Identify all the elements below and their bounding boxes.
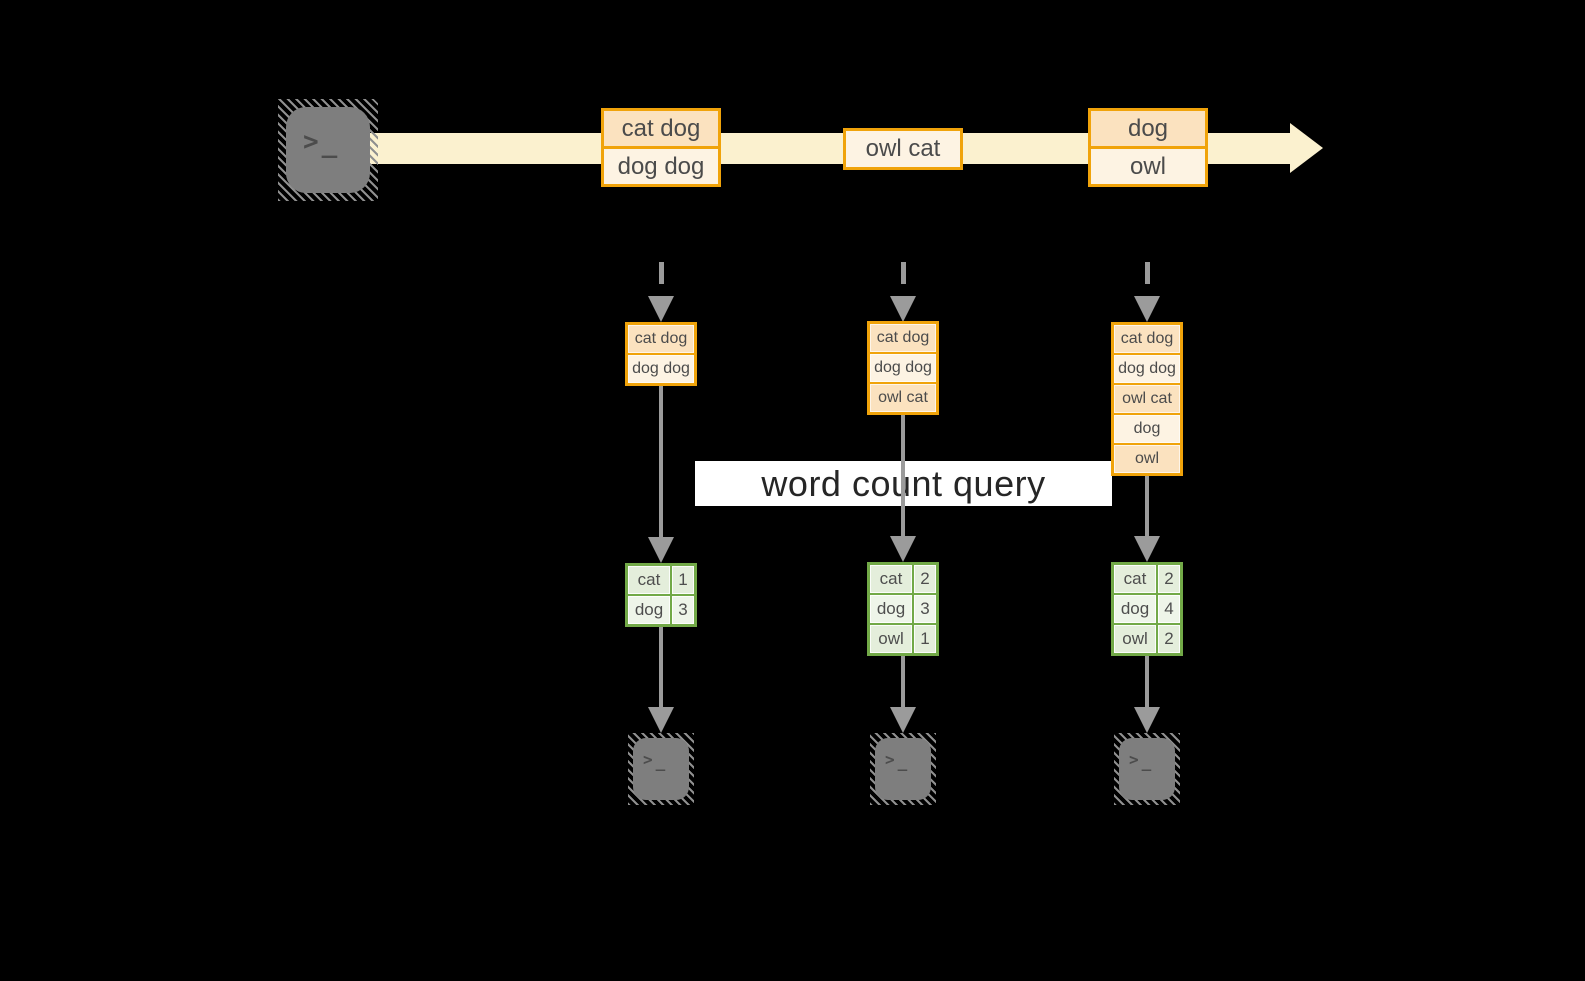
count-cell: 1 xyxy=(672,566,694,594)
dashed-arrow-line-1 xyxy=(659,262,664,284)
event-line: dog xyxy=(1091,111,1205,146)
down-arrowhead-icon xyxy=(890,296,916,322)
source-terminal-icon: > _ xyxy=(278,99,378,201)
terminal-prompt: > _ xyxy=(633,738,689,800)
terminal-prompt: > _ xyxy=(1119,738,1175,800)
prompt-chevron-glyph: > xyxy=(303,127,319,157)
prompt-chevron-glyph: > xyxy=(643,750,653,769)
count-cell: 4 xyxy=(1158,595,1180,623)
event-line: dog dog xyxy=(604,149,718,184)
word-cell: dog xyxy=(1114,595,1156,623)
output-terminal-icon-2: > _ xyxy=(870,733,936,805)
buffer-record: dog dog xyxy=(628,355,694,383)
buffer-record: owl xyxy=(1114,445,1180,473)
stream-event-2: owl cat xyxy=(843,128,963,170)
count-cell: 2 xyxy=(1158,565,1180,593)
prompt-chevron-glyph: > xyxy=(1129,750,1139,769)
connector-line xyxy=(1145,475,1149,536)
buffer-record: cat dog xyxy=(870,324,936,352)
terminal-prompt: > _ xyxy=(286,107,370,193)
table-row: owl 1 xyxy=(870,625,936,653)
buffer-record: dog xyxy=(1114,415,1180,443)
connector-line xyxy=(901,656,905,707)
count-cell: 3 xyxy=(914,595,936,623)
table-row: owl 2 xyxy=(1114,625,1180,653)
buffer-record: dog dog xyxy=(870,354,936,382)
dashed-arrow-line-2 xyxy=(901,262,906,284)
table-row: dog 4 xyxy=(1114,595,1180,623)
table-row: dog 3 xyxy=(870,595,936,623)
record-buffer-2: cat dog dog dog owl cat xyxy=(867,321,939,415)
wordcount-table-3: cat 2 dog 4 owl 2 xyxy=(1111,562,1183,656)
table-row: cat 2 xyxy=(1114,565,1180,593)
word-cell: dog xyxy=(870,595,912,623)
down-arrowhead-icon xyxy=(890,707,916,733)
event-line: cat dog xyxy=(604,111,718,146)
connector-line xyxy=(901,413,905,536)
buffer-record: owl cat xyxy=(1114,385,1180,413)
down-arrowhead-icon xyxy=(648,537,674,563)
down-arrowhead-icon xyxy=(1134,296,1160,322)
buffer-record: cat dog xyxy=(628,325,694,353)
connector-line xyxy=(659,384,663,537)
prompt-underscore-glyph: _ xyxy=(897,752,908,771)
word-cell: cat xyxy=(870,565,912,593)
dashed-arrow-line-3 xyxy=(1145,262,1150,284)
event-line: owl cat xyxy=(846,131,960,167)
count-cell: 3 xyxy=(672,596,694,624)
output-terminal-icon-1: > _ xyxy=(628,733,694,805)
buffer-record: dog dog xyxy=(1114,355,1180,383)
prompt-underscore-glyph: _ xyxy=(655,752,666,771)
word-cell: cat xyxy=(628,566,670,594)
record-buffer-3: cat dog dog dog owl cat dog owl xyxy=(1111,322,1183,476)
word-cell: owl xyxy=(1114,625,1156,653)
buffer-record: owl cat xyxy=(870,384,936,412)
stream-event-1: cat dog dog dog xyxy=(601,108,721,187)
count-cell: 2 xyxy=(1158,625,1180,653)
word-cell: owl xyxy=(870,625,912,653)
count-cell: 1 xyxy=(914,625,936,653)
word-cell: dog xyxy=(628,596,670,624)
down-arrowhead-icon xyxy=(1134,536,1160,562)
stream-arrowhead-icon xyxy=(1290,123,1323,173)
buffer-record: cat dog xyxy=(1114,325,1180,353)
prompt-chevron-glyph: > xyxy=(885,750,895,769)
table-row: dog 3 xyxy=(628,596,694,624)
table-row: cat 1 xyxy=(628,566,694,594)
word-cell: cat xyxy=(1114,565,1156,593)
prompt-underscore-glyph: _ xyxy=(321,129,338,159)
down-arrowhead-icon xyxy=(648,707,674,733)
event-line: owl xyxy=(1091,149,1205,184)
stream-event-3: dog owl xyxy=(1088,108,1208,187)
count-cell: 2 xyxy=(914,565,936,593)
connector-line xyxy=(1145,656,1149,707)
terminal-prompt: > _ xyxy=(875,738,931,800)
prompt-underscore-glyph: _ xyxy=(1141,752,1152,771)
wordcount-table-1: cat 1 dog 3 xyxy=(625,563,697,627)
down-arrowhead-icon xyxy=(648,296,674,322)
table-row: cat 2 xyxy=(870,565,936,593)
record-buffer-1: cat dog dog dog xyxy=(625,322,697,386)
wordcount-table-2: cat 2 dog 3 owl 1 xyxy=(867,562,939,656)
down-arrowhead-icon xyxy=(1134,707,1160,733)
connector-line xyxy=(659,627,663,707)
down-arrowhead-icon xyxy=(890,536,916,562)
output-terminal-icon-3: > _ xyxy=(1114,733,1180,805)
